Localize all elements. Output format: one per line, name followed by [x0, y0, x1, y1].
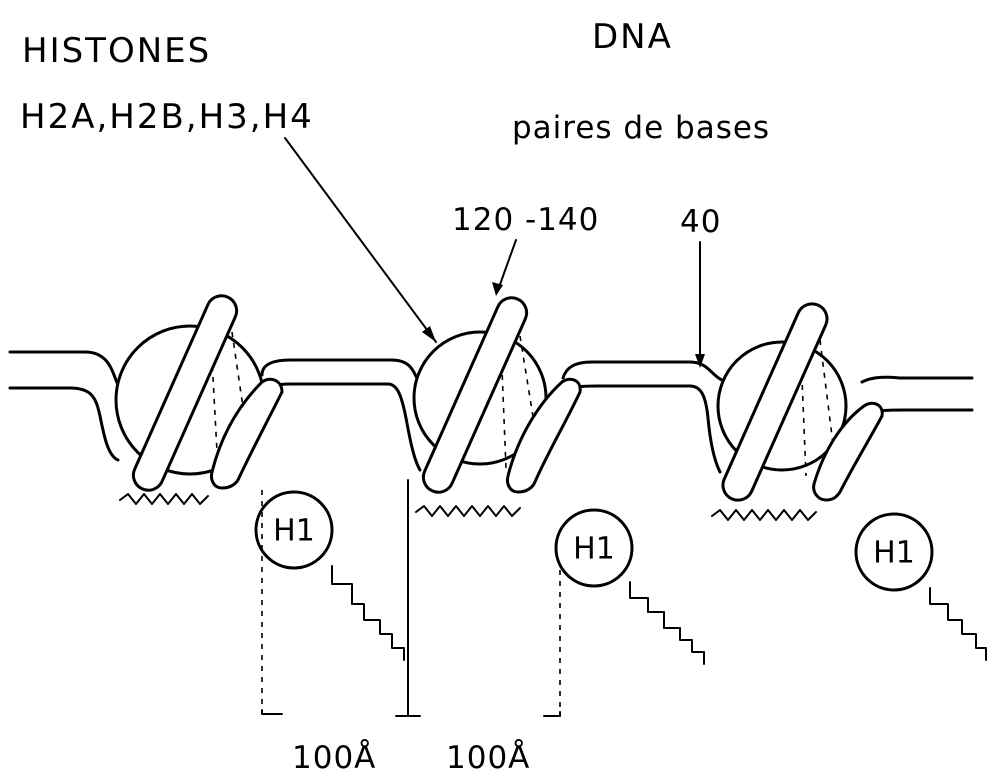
- histones-label: HISTONES: [22, 31, 211, 71]
- histone-tail-2: [416, 506, 520, 516]
- base-pairs-label: paires de bases: [512, 110, 770, 146]
- h1-histone-1: H1: [256, 492, 404, 660]
- histone-tail-1: [120, 494, 208, 504]
- h1-label-2: H1: [573, 532, 615, 567]
- core-bp-arrow: [492, 240, 516, 296]
- histone-types-label: H2A,H2B,H3,H4: [20, 97, 314, 137]
- h1-histone-3: H1: [856, 514, 986, 660]
- h1-label-1: H1: [273, 514, 315, 549]
- spacing-label-1: 100Å: [292, 740, 376, 776]
- nucleosome-1: [116, 291, 282, 504]
- h1-label-3: H1: [873, 536, 915, 571]
- nucleosome-2: [414, 293, 580, 516]
- linker-bp-label: 40: [680, 204, 721, 240]
- spacing-bracket-2: [544, 570, 560, 716]
- histone-tail-3: [712, 510, 816, 520]
- core-bp-label: 120 -140: [452, 202, 599, 238]
- nucleosome-3: [712, 299, 882, 520]
- spacing-label-2: 100Å: [446, 740, 530, 776]
- dna-label: DNA: [592, 17, 673, 57]
- histone-pointer-arrow: [285, 138, 436, 342]
- h1-histone-2: H1: [556, 510, 704, 664]
- linker-bp-arrow: [695, 242, 705, 368]
